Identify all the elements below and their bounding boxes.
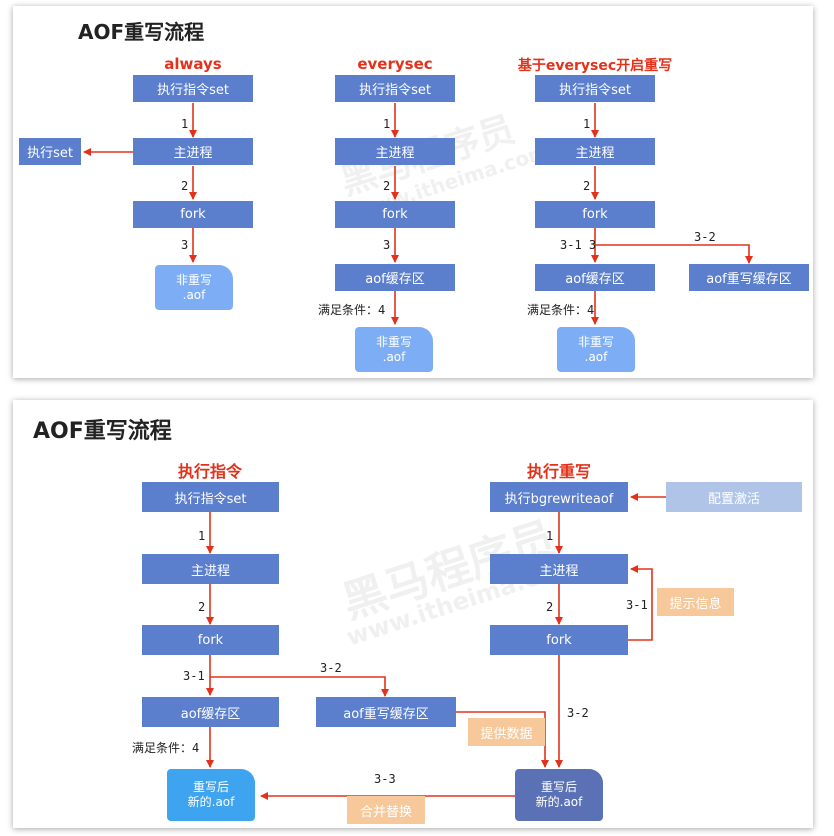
exec-set-box: 执行指令set [335,75,455,102]
fork-box: fork [335,201,455,228]
step-label: 2 [546,600,554,614]
step-label: 3-2 [320,661,342,675]
step-label: 2 [181,179,189,193]
config-activate-box: 配置激活 [666,482,802,512]
file-name: 非重写 [577,334,614,349]
new-aof-file: 重写后 新的.aof [167,769,255,821]
fork-box: fork [490,625,628,655]
main-process-box: 主进程 [335,138,455,165]
aof-buffer-box: aof缓存区 [142,697,279,727]
column-heading: everysec [357,55,433,73]
merge-replace-box: 合并替换 [347,796,425,824]
file-ext: .aof [584,349,608,364]
arrow [595,244,753,264]
new-aof-file: 重写后 新的.aof [515,769,603,821]
main-process-box: 主进程 [535,138,655,165]
exec-set-box: 执行指令set [133,75,253,102]
step-label: 3-1 3 [560,238,597,252]
aof-file: 非重写 .aof [557,327,635,372]
fork-box: fork [142,625,279,655]
main-process-box: 主进程 [133,138,253,165]
aof-rewrite-buffer-box: aof重写缓存区 [689,264,809,291]
page-title: AOF重写流程 [33,419,172,444]
step-label: 3-3 [374,772,396,786]
arrow [456,711,549,768]
exec-set-box: 执行指令set [142,482,279,512]
file-name: 重写后 [192,780,229,794]
arrow [628,565,653,641]
aof-buffer-box: aof缓存区 [335,264,455,291]
column-heading: 基于everysec开启重写 [517,58,673,74]
arrow [210,676,389,697]
step-label: 3-1 [183,669,205,683]
file-ext: 新的.aof [535,795,583,809]
file-ext: .aof [382,349,406,364]
column-heading: always [164,55,222,73]
step-label: 2 [198,600,206,614]
fork-box: fork [535,201,655,228]
fork-box: fork [133,201,253,228]
aof-file: 非重写 .aof [155,265,233,310]
aof-buffer-box: aof缓存区 [535,264,655,291]
step-label: 3-2 [567,706,589,720]
aof-rewrite-buffer-box: aof重写缓存区 [316,697,456,727]
step-label: 3-1 [626,598,648,612]
step-label: 1 [583,117,591,131]
step-label: 3 [383,238,391,252]
step-label: 1 [383,117,391,131]
exec-bgrewriteaof-box: 执行bgrewriteaof [490,482,628,512]
step-label: 3 [181,238,189,252]
main-process-box: 主进程 [490,554,628,584]
condition-label: 满足条件：4 [527,303,595,317]
condition-label: 满足条件：4 [132,741,200,755]
hint-info-box: 提示信息 [657,588,734,616]
column-heading: 执行重写 [526,462,592,481]
step-label: 1 [181,117,189,131]
provide-data-box: 提供数据 [468,718,545,746]
main-process-box: 主进程 [142,554,279,584]
page-title: AOF重写流程 [78,20,205,44]
column-heading: 执行指令 [177,462,243,481]
condition-label: 满足条件：4 [318,303,386,317]
file-ext: .aof [182,287,206,302]
file-name: 非重写 [375,334,412,349]
aof-file: 非重写 .aof [355,327,433,372]
top-panel: 黑马程序员 www.itheima.com [13,6,813,378]
step-label: 2 [583,179,591,193]
exec-set-box: 执行指令set [535,75,655,102]
step-label: 1 [546,529,554,543]
side-exec-box: 执行set [19,138,81,165]
step-label: 3-2 [694,230,716,244]
file-name: 重写后 [540,780,577,794]
step-label: 2 [383,179,391,193]
file-ext: 新的.aof [187,795,235,809]
file-name: 非重写 [175,272,212,287]
step-label: 1 [198,529,206,543]
